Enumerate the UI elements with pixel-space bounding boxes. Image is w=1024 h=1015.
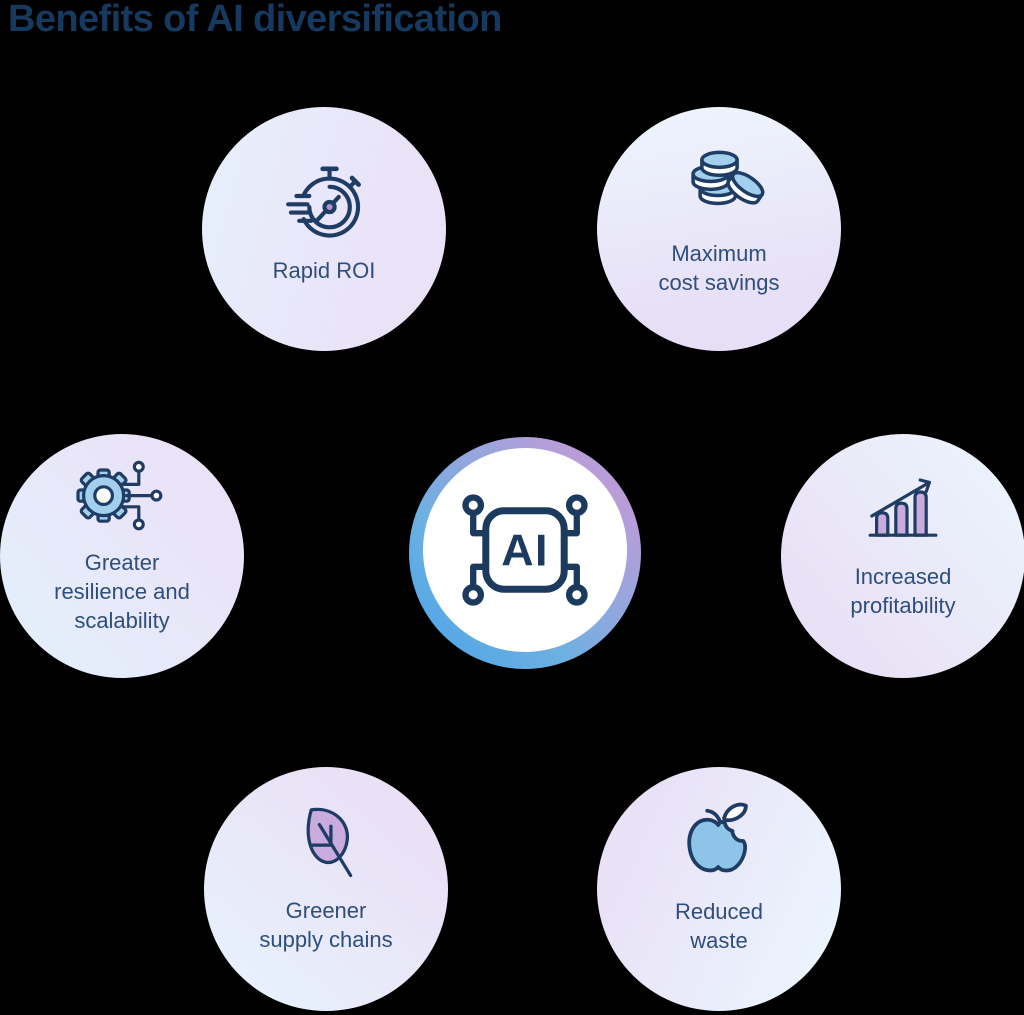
ai-chip-icon: AI xyxy=(455,480,595,620)
bubble-label: Reduced waste xyxy=(674,899,764,953)
bubble-greater-resilience: Greater resilience and scalability xyxy=(0,434,244,678)
bubble-label: Maximum cost savings xyxy=(658,241,780,295)
center-ai-circle: AI xyxy=(409,437,641,669)
gear-network-icon xyxy=(70,454,174,534)
bubble-label: Rapid ROI xyxy=(272,257,376,283)
bitten-apple-icon xyxy=(677,799,761,883)
bubble-label: Increased profitability xyxy=(850,564,956,618)
bubble-maximum-cost-savings: Maximum cost savings xyxy=(597,107,841,351)
leaf-icon xyxy=(285,800,367,882)
ai-label: AI xyxy=(501,525,549,575)
bubble-increased-profitability: Increased profitability xyxy=(781,434,1024,678)
bubble-label: Greener supply chains xyxy=(259,898,393,952)
center-ai-inner-circle: AI xyxy=(423,448,627,652)
bar-chart-growth-icon xyxy=(859,468,947,548)
bubble-reduced-waste: Reduced waste xyxy=(597,767,841,1011)
bubble-rapid-roi: Rapid ROI xyxy=(202,107,446,351)
stopwatch-icon xyxy=(276,150,373,242)
bubble-greener-supply-chains: Greener supply chains xyxy=(204,767,448,1011)
bubble-label: Greater resilience and scalability xyxy=(54,549,190,633)
page-title: Benefits of AI diversification xyxy=(8,0,502,40)
coins-icon xyxy=(670,137,769,225)
